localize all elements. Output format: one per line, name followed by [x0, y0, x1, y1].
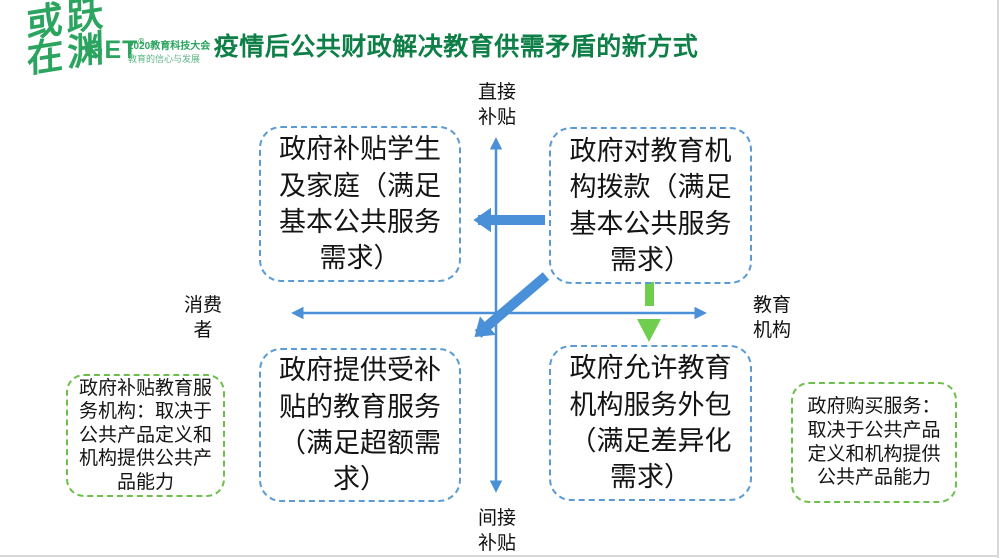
quadrant-box-subsidized-services: 政府提供受补 贴的教育服务 （满足超额需 求）	[259, 348, 461, 502]
event-slogan: 教育的信心与发展	[128, 54, 201, 64]
side-note-purchase-services: 政府购买服务： 取决于公共产品 定义和机构提供 公共产品能力	[791, 382, 957, 503]
axis-label-indirect-subsidy: 间接 补贴	[477, 508, 516, 555]
quadrant-box-subsidize-students: 政府补贴学生 及家庭（满足 基本公共服务 需求）	[259, 126, 461, 282]
page-title: 疫情后公共财政解决教育供需矛盾的新方式	[213, 33, 699, 61]
outsourcing-arrow-dash	[645, 282, 654, 306]
get-wordmark-text: GET®	[84, 36, 145, 64]
get-letters: GET	[84, 36, 139, 64]
quadrant-box-service-outsourcing: 政府允许教育 机构服务外包 （满足差异化 需求）	[549, 345, 752, 501]
quadrant-box-fund-institutions: 政府对教育机 构拨款（满足 基本公共服务 需求）	[549, 127, 752, 284]
slide-edge-bottom	[0, 555, 999, 557]
logo-wordmark-row: GET® 2020教育科技大会 教育的信心与发展	[84, 36, 214, 65]
event-name: 2020教育科技大会	[128, 41, 211, 52]
logo-text-column: 2020教育科技大会 教育的信心与发展	[128, 41, 218, 66]
axis-label-consumer: 消费 者	[183, 295, 222, 342]
axis-label-direct-subsidy: 直接 补贴	[477, 82, 516, 129]
registered-mark: ®	[138, 37, 146, 46]
axis-label-institution: 教育 机构	[752, 295, 791, 342]
side-note-subsidize-providers: 政府补贴教育服 务机构：取决于 公共产品定义和 机构提供公共产 品能力	[66, 374, 225, 497]
outsourcing-arrow	[637, 282, 661, 342]
slide-edge-right	[997, 0, 999, 558]
diagonal-shift-arrow	[474, 272, 550, 338]
conference-logo: 或跃 在渊 GET® 2020教育科技大会 教育的信心与发展	[8, 0, 210, 92]
outsourcing-arrow-head	[637, 319, 661, 342]
